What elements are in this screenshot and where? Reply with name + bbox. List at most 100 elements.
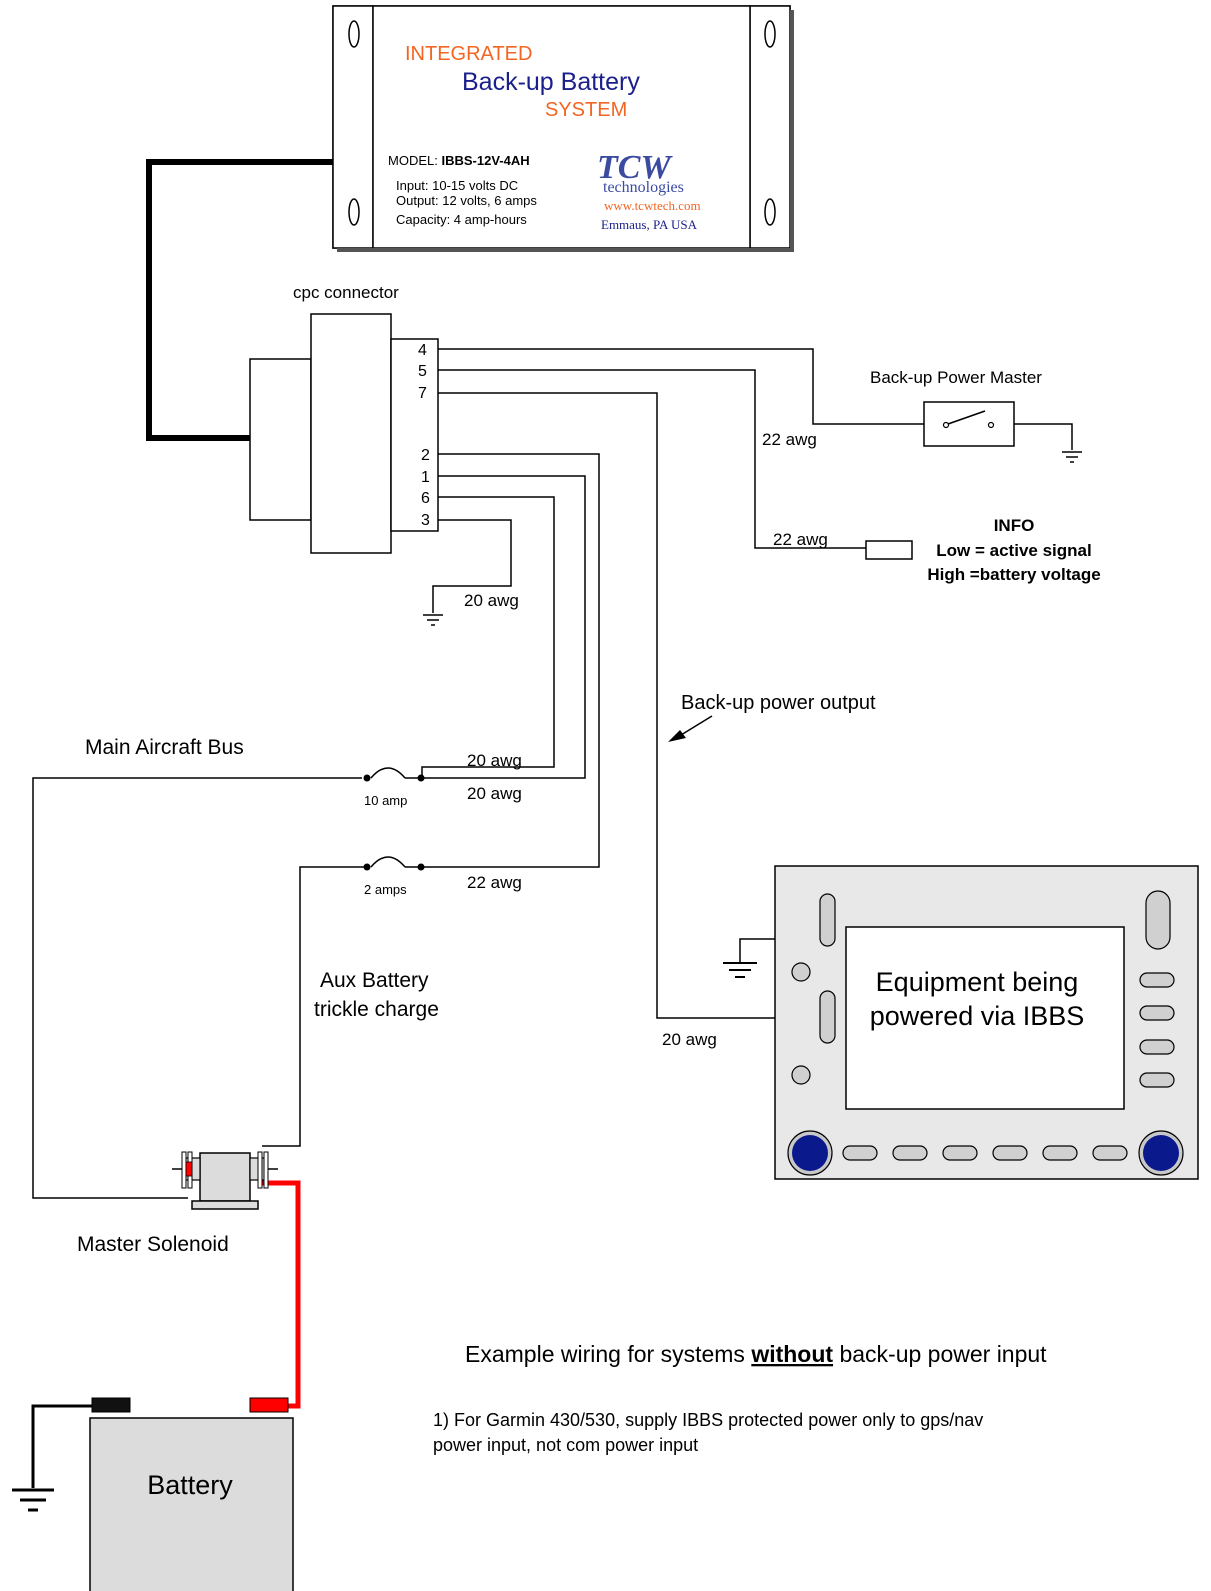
- equipment-bottom-button: [842, 1145, 878, 1161]
- info-connector: [865, 540, 913, 560]
- model-value: IBBS-12V-4AH: [441, 153, 529, 168]
- equipment-screen: [845, 926, 1125, 1110]
- ground-symbol: [723, 962, 757, 978]
- equipment-bottom-button: [942, 1145, 978, 1161]
- battery-label: Battery: [147, 1470, 233, 1500]
- ground-symbol: [12, 1488, 54, 1512]
- location-text: Emmaus, PA USA: [601, 217, 698, 232]
- wire-pin2: [422, 453, 600, 868]
- solenoid-label: Master Solenoid: [77, 1233, 229, 1256]
- example-note-post: back-up power input: [833, 1341, 1047, 1367]
- aux-label-line1: Aux Battery: [320, 969, 429, 992]
- equipment-right-slot: [1145, 890, 1171, 950]
- garmin-note-line2: power input, not com power input: [433, 1435, 698, 1455]
- ibbs-unit: INTEGRATED Back-up Battery SYSTEM MODEL:…: [332, 5, 794, 252]
- equipment-right-button: [1139, 1005, 1175, 1021]
- logo-sub: technologies: [603, 179, 684, 196]
- battery-negative-terminal: [91, 1397, 131, 1413]
- example-note-pre: Example wiring for systems: [465, 1341, 751, 1367]
- capacity-spec: Capacity: 4 amp-hours: [396, 212, 527, 227]
- wire-equip-ground: [739, 938, 775, 963]
- ibbs-harness-cable: [146, 159, 333, 441]
- awg-label-aux: 22 awg: [467, 873, 522, 892]
- pin-4: 4: [418, 342, 427, 359]
- awg-label-ground: 20 awg: [464, 591, 519, 610]
- mount-hole: [764, 20, 776, 48]
- fuse-2-amp: 2 amps: [363, 856, 425, 897]
- info-line2: High =battery voltage: [927, 565, 1100, 584]
- battery-positive-terminal: [249, 1397, 289, 1413]
- wire-pin7: [438, 392, 775, 1019]
- equipment-unit: Equipment being powered via IBBS: [774, 865, 1199, 1180]
- pin-3: 3: [421, 512, 430, 529]
- input-spec: Input: 10-15 volts DC: [396, 178, 518, 193]
- battery: Battery: [89, 1397, 294, 1591]
- callout-arrow-line: [680, 715, 713, 736]
- unit-title-system: SYSTEM: [545, 99, 627, 121]
- pin-7: 7: [418, 385, 427, 402]
- garmin-note-line1: 1) For Garmin 430/530, supply IBBS prote…: [433, 1410, 983, 1430]
- wires: [31, 348, 1073, 1488]
- wire-aux-trickle: [262, 866, 364, 1147]
- equipment-label-line1: Equipment being: [876, 967, 1079, 997]
- callout-arrow-head: [668, 730, 686, 742]
- mount-hole: [348, 198, 360, 226]
- wire-pin4: [438, 348, 924, 425]
- equipment-small-knob: [791, 1065, 811, 1085]
- mount-hole: [348, 20, 360, 48]
- tcw-logo: TCW technologies: [597, 149, 684, 196]
- wire-battery-ground: [31, 1404, 100, 1488]
- mount-hole: [764, 198, 776, 226]
- awg-label-pin5: 22 awg: [762, 430, 817, 449]
- model-label: MODEL:: [388, 153, 441, 168]
- equipment-right-button: [1139, 1039, 1175, 1055]
- wire-pin1: [422, 475, 586, 779]
- pin-1: 1: [421, 469, 430, 486]
- equipment-right-button: [1139, 1072, 1175, 1088]
- aux-label-line2: trickle charge: [314, 998, 439, 1021]
- backup-master-label: Back-up Power Master: [870, 368, 1042, 387]
- equipment-left-slot: [819, 893, 836, 947]
- equipment-small-knob: [791, 962, 811, 982]
- awg-label-bus-2: 20 awg: [467, 784, 522, 803]
- website-text: www.tcwtech.com: [604, 198, 701, 213]
- pin-5: 5: [418, 363, 427, 380]
- main-bus-label: Main Aircraft Bus: [85, 736, 244, 759]
- awg-label-info: 22 awg: [773, 530, 828, 549]
- info-title: INFO: [994, 516, 1035, 535]
- ground-symbol: [1062, 451, 1082, 463]
- backup-power-master-switch: Back-up Power Master: [870, 368, 1042, 447]
- ground-symbol: [423, 614, 443, 626]
- connector-label: cpc connector: [293, 283, 399, 302]
- wire-pin6: [421, 496, 555, 778]
- unit-title-integrated: INTEGRATED: [405, 43, 532, 65]
- equipment-left-slot: [819, 990, 836, 1044]
- awg-label-equip: 20 awg: [662, 1030, 717, 1049]
- master-solenoid: Master Solenoid: [77, 1151, 278, 1256]
- equipment-bottom-button: [1042, 1145, 1078, 1161]
- fuse-2-label: 2 amps: [364, 882, 407, 897]
- wire-pin3: [432, 519, 512, 613]
- pin-6: 6: [421, 490, 430, 507]
- backup-output-label: Back-up power output: [681, 692, 876, 714]
- equipment-right-button: [1139, 972, 1175, 988]
- info-output: INFO Low = active signal High =battery v…: [865, 516, 1101, 584]
- example-wiring-note: Example wiring for systems without back-…: [465, 1341, 1047, 1367]
- example-note-emphasis: without: [750, 1341, 833, 1367]
- equipment-bottom-button: [992, 1145, 1028, 1161]
- equipment-label-line2: powered via IBBS: [870, 1001, 1085, 1031]
- fuse-10-amp: 10 amp: [363, 767, 425, 808]
- wire-pin5: [438, 369, 866, 549]
- logo-text: TCW: [597, 149, 673, 186]
- unit-title-backup-battery: Back-up Battery: [462, 68, 640, 96]
- cpc-connector: cpc connector 4 5 7 2 1 6 3: [249, 283, 439, 554]
- equipment-bottom-button: [892, 1145, 928, 1161]
- equipment-bottom-button: [1092, 1145, 1128, 1161]
- pin-2: 2: [421, 447, 430, 464]
- info-line1: Low = active signal: [936, 541, 1091, 560]
- wire-main-bus: [32, 777, 362, 1199]
- output-spec: Output: 12 volts, 6 amps: [396, 193, 537, 208]
- fuse-10-label: 10 amp: [364, 793, 407, 808]
- model-text: MODEL: IBBS-12V-4AH: [388, 153, 530, 168]
